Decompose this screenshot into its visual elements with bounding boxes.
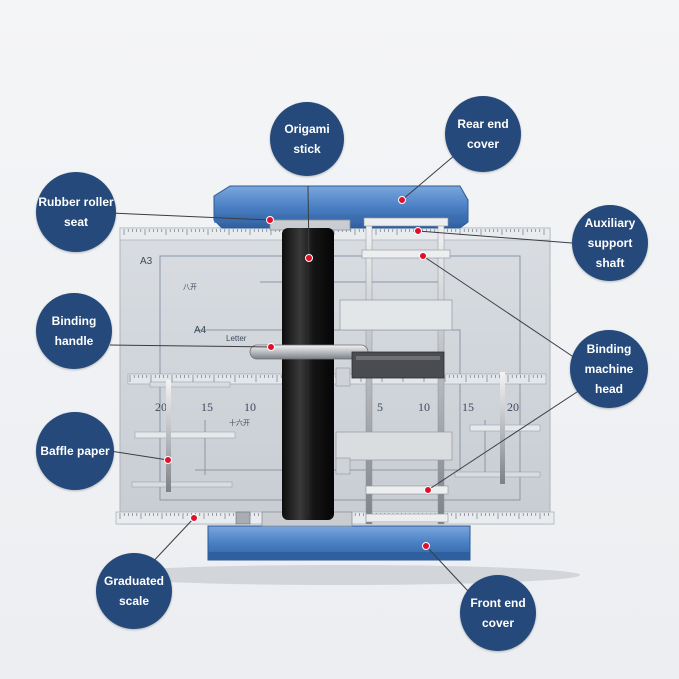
sixteen-k-label: 十六开 [229, 418, 250, 427]
marker-binding-handle [267, 343, 275, 351]
marker-binding-head-lower [424, 486, 432, 494]
callout-auxiliary-support-shaft-text: Auxiliary support shaft [584, 216, 636, 270]
rear-cover-edge [214, 215, 468, 223]
binding-machine-head-bar [365, 485, 449, 495]
callout-binding-handle-text: Binding handle [51, 314, 97, 348]
leader-baffle-paper [109, 450, 169, 461]
letter-label: Letter [226, 334, 247, 343]
auxiliary-support-shaft [363, 217, 449, 227]
baffle-rod-left [166, 380, 171, 492]
leader-origami-stick [307, 185, 310, 259]
leader-binding-head-upper [422, 255, 579, 361]
head-crossbar-lower [365, 513, 449, 523]
baffle-rod-right [500, 372, 505, 484]
marker-baffle-paper [164, 456, 172, 464]
markers [164, 196, 432, 550]
callout-binding-machine-head-text: Binding machine head [584, 342, 634, 396]
floor-shadow [100, 565, 580, 585]
callout-rubber-roller-seat: Rubber roller seat [36, 172, 116, 252]
leader-auxiliary-support-shaft [417, 230, 573, 244]
callout-rubber-roller-seat-text: Rubber roller seat [38, 195, 114, 229]
marker-rear-end-cover [398, 196, 406, 204]
scale-right-20: 20 [507, 400, 519, 414]
marker-binding-head-upper [419, 252, 427, 260]
leader-binding-head-lower [427, 389, 581, 491]
callout-graduated-scale-text: Graduated scale [103, 574, 164, 608]
scale-left-20: 20 [155, 400, 167, 414]
callout-binding-machine-head: Binding machine head [570, 330, 648, 408]
a3-label: A3 [140, 256, 153, 267]
front-cover-edge [208, 552, 470, 560]
handle-lever-block [351, 351, 445, 379]
marker-rubber-roller-seat [266, 216, 274, 224]
marker-graduated-scale [190, 514, 198, 522]
leader-rubber-roller-seat [109, 212, 271, 221]
leader-front-end-cover [425, 545, 469, 592]
callout-front-end-cover: Front end cover [460, 575, 536, 651]
baffle-bar-left [134, 431, 236, 439]
handle-lever-highlight [356, 356, 440, 360]
scale-right-10: 10 [418, 400, 430, 414]
callout-rear-end-cover-text: Rear end cover [457, 117, 509, 151]
leader-rear-end-cover [401, 154, 456, 201]
baffle-bar-lower-right [454, 471, 541, 478]
scale-right-15: 15 [462, 400, 474, 414]
upper-clamp-block [339, 299, 453, 331]
callout-auxiliary-support-shaft: Auxiliary support shaft [572, 205, 648, 281]
callout-rear-end-cover: Rear end cover [445, 96, 521, 172]
callout-graduated-scale: Graduated scale [96, 553, 172, 629]
callout-baffle-paper-text: Baffle paper [40, 444, 110, 458]
baffle-bar-lower-left [131, 481, 233, 488]
marker-front-end-cover [422, 542, 430, 550]
handle-bracket [335, 367, 351, 387]
lower-clamp-block [335, 431, 453, 461]
callout-binding-handle: Binding handle [36, 293, 112, 369]
a4-label: A4 [194, 325, 207, 336]
eight-k-label: 八开 [183, 283, 197, 291]
marker-auxiliary-support-shaft [414, 227, 422, 235]
scale-right-5: 5 [377, 400, 383, 414]
callout-origami-stick: Origami stick [270, 102, 344, 176]
leader-binding-handle [109, 344, 272, 348]
callout-front-end-cover-text: Front end cover [470, 596, 526, 630]
callout-baffle-paper: Baffle paper [36, 412, 114, 490]
lower-bracket [335, 457, 351, 475]
marker-origami-stick [305, 254, 313, 262]
scale-left-15: 15 [201, 400, 213, 414]
scale-left-10: 10 [244, 400, 256, 414]
scale-clip [235, 511, 251, 525]
callout-origami-stick-text: Origami stick [284, 122, 330, 156]
head-crossbar-upper [361, 249, 451, 259]
baffle-bar-upper-left [149, 381, 231, 388]
